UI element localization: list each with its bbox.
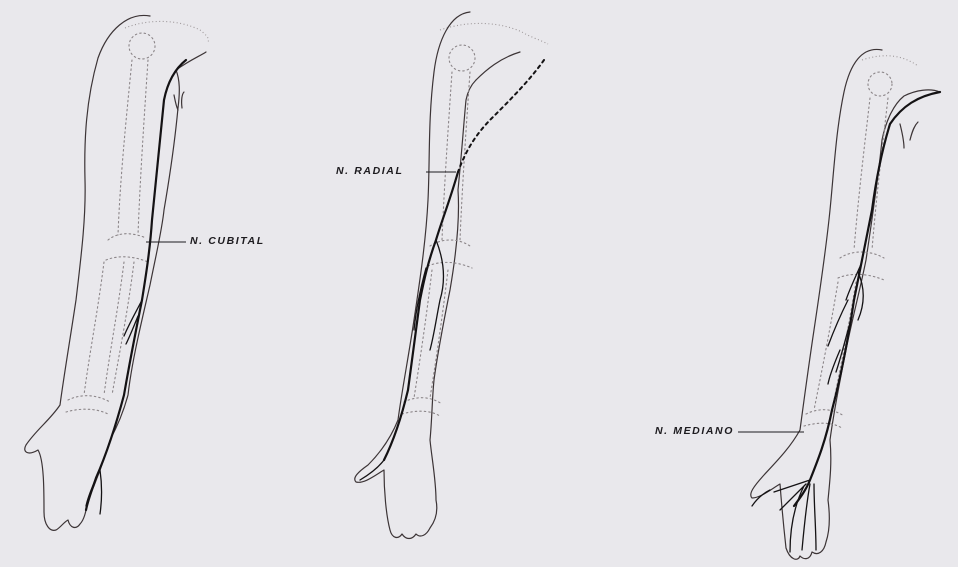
arm-outline-radial xyxy=(355,12,476,539)
nerve-median xyxy=(794,92,940,506)
wrist-radial xyxy=(402,398,442,416)
forearm-bones-median xyxy=(814,282,856,410)
shoulder-outline-radial xyxy=(440,23,548,44)
elbow-ulnar xyxy=(106,234,148,262)
nerve-radial-posterior xyxy=(458,60,544,172)
humerus-head-median xyxy=(868,72,892,96)
shoulder-outline-ulnar xyxy=(125,21,208,42)
humerus-radial xyxy=(442,72,470,240)
label-n-mediano: N. MEDIANO xyxy=(655,425,734,437)
arm-ulnar xyxy=(25,15,209,530)
nerve-radial xyxy=(384,172,458,460)
label-n-cubital: N. CUBITAL xyxy=(190,235,265,247)
wrist-ulnar xyxy=(66,396,110,414)
arm-median xyxy=(738,49,940,559)
humerus-ulnar xyxy=(118,60,148,235)
label-n-radial: N. RADIAL xyxy=(336,165,403,177)
arm-back-outline-radial xyxy=(476,52,520,80)
arm-outline-ulnar xyxy=(25,15,206,530)
humerus-head-ulnar xyxy=(129,33,155,59)
wrist-median xyxy=(804,410,844,428)
shoulder-outline-median xyxy=(862,56,918,66)
arm-back-outline-median xyxy=(900,122,918,148)
humerus-head-radial xyxy=(449,45,475,71)
arm-radial xyxy=(355,12,548,539)
nerve-median-hand-branches xyxy=(752,480,816,552)
nerve-ulnar-branches xyxy=(86,300,142,514)
